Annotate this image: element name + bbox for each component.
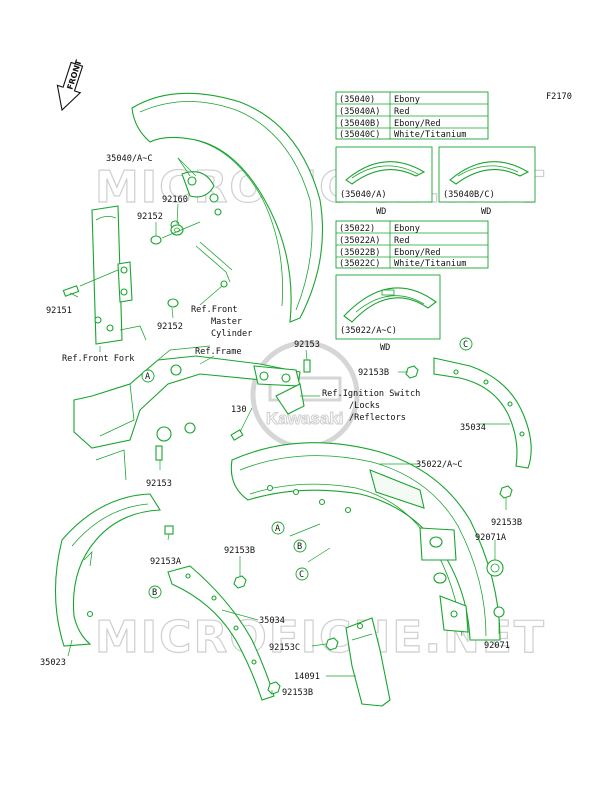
svg-text:(35040): (35040)	[339, 95, 375, 105]
washer-92152-lower	[167, 298, 179, 308]
svg-text:(35040/A): (35040/A)	[340, 190, 387, 200]
ref-circle-c-1: C	[459, 337, 473, 351]
label-92152-top: 92152	[137, 212, 163, 222]
svg-text:(35040B/C): (35040B/C)	[443, 190, 495, 200]
svg-text:Ebony/Red: Ebony/Red	[394, 248, 441, 258]
label-ref-ignition-2: /Locks	[349, 401, 380, 411]
svg-text:(35022): (35022)	[339, 224, 375, 234]
label-92153a: 92153A	[150, 557, 182, 567]
ref-circle-b-2: B	[148, 585, 162, 599]
label-92153b-right: 92153B	[491, 518, 522, 528]
label-92160: 92160	[162, 195, 188, 205]
label-92071a: 92071A	[475, 533, 507, 543]
color-table-35022: (35022) Ebony (35022A) Red (35022B) Ebon…	[335, 220, 489, 269]
label-ref-ignition-3: /Reflectors	[349, 413, 406, 423]
bolt-130	[230, 429, 244, 441]
grommet-92071a	[486, 559, 504, 577]
svg-text:(35022/A~C): (35022/A~C)	[340, 326, 397, 336]
label-ref-master-1: Ref.Front	[191, 305, 238, 315]
nut-92153b-top	[405, 365, 419, 379]
svg-text:(35022C): (35022C)	[339, 259, 380, 269]
nut-92153b-mid	[233, 575, 247, 589]
flap-14091	[345, 617, 391, 707]
label-92151: 92151	[46, 306, 72, 316]
svg-text:Red: Red	[394, 236, 410, 246]
svg-text:(35040A): (35040A)	[339, 107, 380, 117]
label-35034-left: 35034	[259, 616, 285, 626]
label-92153-left: 92153	[146, 479, 172, 489]
label-35034-right: 35034	[460, 423, 486, 433]
ref-circle-b-1: B	[293, 539, 307, 553]
svg-text:B: B	[152, 588, 157, 598]
label-35023: 35023	[40, 658, 66, 668]
svg-text:Ebony/Red: Ebony/Red	[394, 119, 441, 129]
inner-fender-35023	[54, 493, 161, 647]
bolt-92153a	[164, 525, 174, 535]
nut-92153c	[325, 637, 339, 651]
bracket-130	[275, 383, 305, 415]
ref-circle-a-1: A	[141, 369, 155, 383]
label-ref-frame: Ref.Frame	[195, 347, 242, 357]
label-14091: 14091	[294, 672, 320, 682]
label-92152-bottom: 92152	[157, 322, 183, 332]
svg-text:B: B	[297, 542, 302, 552]
svg-text:White/Titanium: White/Titanium	[394, 259, 466, 269]
watermark-logo: Kawasaki	[250, 340, 360, 450]
label-92153-top: 92153	[294, 340, 320, 350]
svg-text:Red: Red	[394, 107, 410, 117]
inset-35040-a: (35040/A) WD	[335, 146, 433, 217]
nut-92153b-right	[499, 485, 513, 499]
bolt-92153-left	[155, 445, 163, 461]
label-92153b-bottom: 92153B	[282, 688, 313, 698]
svg-text:(35022B): (35022B)	[339, 248, 380, 258]
collar-92160	[170, 224, 184, 236]
front-fender	[131, 92, 324, 323]
bolt-92153-top	[303, 359, 311, 373]
svg-text:C: C	[299, 570, 304, 580]
washer-92152	[150, 235, 162, 245]
svg-text:White/Titanium: White/Titanium	[394, 130, 466, 140]
label-130: 130	[231, 405, 247, 415]
label-ref-master-3: Cylinder	[211, 329, 252, 339]
grommet-92071	[493, 606, 505, 618]
side-rail-left-35034	[167, 565, 275, 701]
svg-text:A: A	[275, 524, 281, 534]
label-35022: 35022/A~C	[416, 460, 463, 470]
svg-text:(35022A): (35022A)	[339, 236, 380, 246]
hose-clamp	[195, 241, 233, 288]
svg-text:A: A	[145, 372, 151, 382]
ref-circle-c-2: C	[295, 567, 309, 581]
inset-note: WD	[376, 207, 386, 217]
label-ref-master-2: Master	[211, 317, 242, 327]
svg-text:C: C	[463, 340, 468, 350]
label-92153b-mid: 92153B	[224, 546, 255, 556]
label-92071: 92071	[484, 641, 510, 651]
svg-text:Ebony: Ebony	[394, 224, 420, 234]
inset-note: WD	[481, 207, 491, 217]
inset-note: WD	[380, 343, 390, 353]
label-front-fender: 35040/A~C	[106, 154, 153, 164]
svg-text:(35040C): (35040C)	[339, 130, 380, 140]
inset-35022: (35022/A~C) WD	[335, 274, 441, 353]
color-table-35040: (35040) Ebony (35040A) Red (35040B) Ebon…	[335, 91, 489, 140]
svg-text:(35040B): (35040B)	[339, 119, 380, 129]
diagram-id: F2170	[546, 92, 572, 102]
label-92153c: 92153C	[269, 643, 300, 653]
label-92153b-top: 92153B	[358, 368, 389, 378]
front-arrow-icon: FRONT	[56, 58, 84, 112]
label-ref-front-fork: Ref.Front Fork	[62, 354, 135, 364]
label-ref-ignition-1: Ref.Ignition Switch	[322, 389, 420, 399]
side-rail-right-35034	[433, 357, 532, 469]
ref-circle-a-2: A	[271, 521, 285, 535]
svg-text:Kawasaki: Kawasaki	[266, 409, 344, 428]
inset-35040-bc: (35040B/C) WD	[438, 146, 536, 217]
nut-92153b-bot	[267, 681, 281, 695]
svg-text:Ebony: Ebony	[394, 95, 420, 105]
front-fork	[91, 205, 133, 345]
rear-fender	[230, 442, 501, 641]
leader-lines	[67, 157, 510, 694]
